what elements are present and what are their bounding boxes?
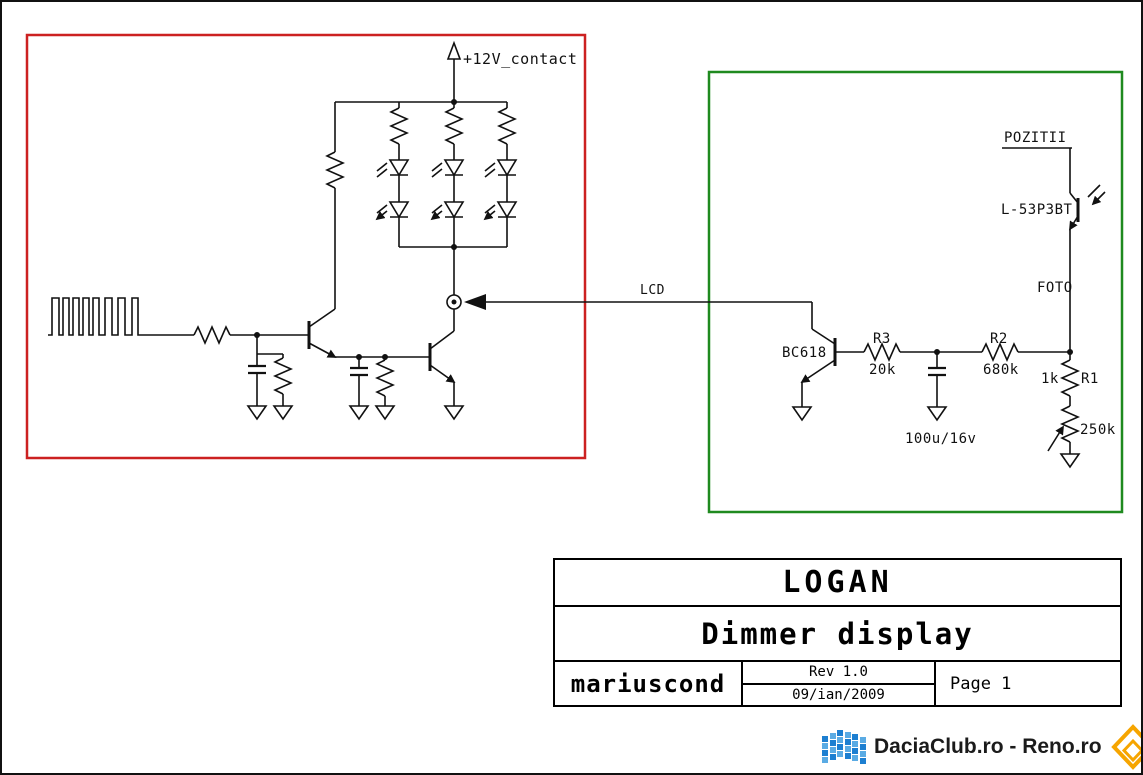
revision-label: Rev 1.0 [808,664,868,681]
r1-name-label: R1 [1081,371,1099,387]
r2-name-label: R2 [990,331,1008,347]
title-meta-row: mariuscond Rev 1.0 09/ian/2009 Page 1 [555,662,1120,705]
bc618-label: BC618 [782,345,827,361]
led-column [485,102,518,247]
led-icon [443,159,465,177]
led-icon [443,201,465,219]
r3-name-label: R3 [873,331,891,347]
interstage-rc-network [335,356,430,406]
author-cell: mariuscond [555,662,743,705]
output-node-icon [446,294,462,310]
project-row: LOGAN [555,560,1120,607]
junction-dots [254,99,1073,360]
project-name: LOGAN [782,565,893,600]
phototransistor-icon [1069,148,1106,352]
led-array [335,101,518,295]
foto-label: FOTO [1037,280,1073,296]
drawing-title-row: Dimmer display [555,607,1120,662]
author-name: mariuscond [570,669,726,698]
led-icon [496,201,518,219]
lcd-arrow [464,294,813,329]
title-block: LOGAN Dimmer display mariuscond Rev 1.0 … [553,558,1122,707]
led-icon [388,201,410,219]
q1-transistor-icon [307,308,337,358]
filter-cap-icon [928,352,946,407]
led-icon [388,159,410,177]
r2-resistor-icon [981,342,1019,362]
r1-resistor-icon [1060,352,1080,406]
page-number: Page 1 [950,673,1012,694]
cap-value-label: 100u/16v [905,431,976,447]
ground-symbols [246,405,1081,469]
driver-section-box [25,33,587,460]
r2-value-label: 680k [983,362,1019,378]
pot-value-label: 250k [1080,422,1116,438]
page-cell: Page 1 [936,662,1120,705]
date-label: 09/ian/2009 [792,686,885,703]
revision-cell: Rev 1.0 09/ian/2009 [743,662,936,705]
bias-resistor-branch [325,102,345,309]
photo-part-label: L-53P3BT [1001,202,1073,218]
r3-value-label: 20k [869,362,896,378]
pwm-waveform [48,297,194,336]
r3-resistor-icon [863,342,901,362]
potentiometer-icon [1047,405,1080,454]
revision-row: Rev 1.0 [743,662,934,685]
base-rc-network [248,335,293,406]
brand-text: DaciaClub.ro - Reno.ro [874,735,1102,758]
supply-arrow-icon [446,40,462,102]
reno-diamond-logo [1110,724,1141,770]
input-resistor-icon [193,325,231,345]
supply-label: +12V_contact [463,50,577,68]
led-icon [496,159,518,177]
bc618-transistor-icon [800,328,864,407]
pozitii-label: POZITII [1004,130,1067,146]
date-row: 09/ian/2009 [743,685,934,706]
r1-value-label: 1k [1041,371,1059,387]
daciaclub-pixel-flag-logo [822,730,866,764]
sensor-section-box [707,70,1124,514]
lcd-label: LCD [640,283,665,298]
drawing-title: Dimmer display [701,616,974,651]
led-column [432,102,465,247]
footer-brand: DaciaClub.ro - Reno.ro [822,723,1141,771]
led-column [377,102,410,247]
q2-transistor-icon [428,309,456,406]
